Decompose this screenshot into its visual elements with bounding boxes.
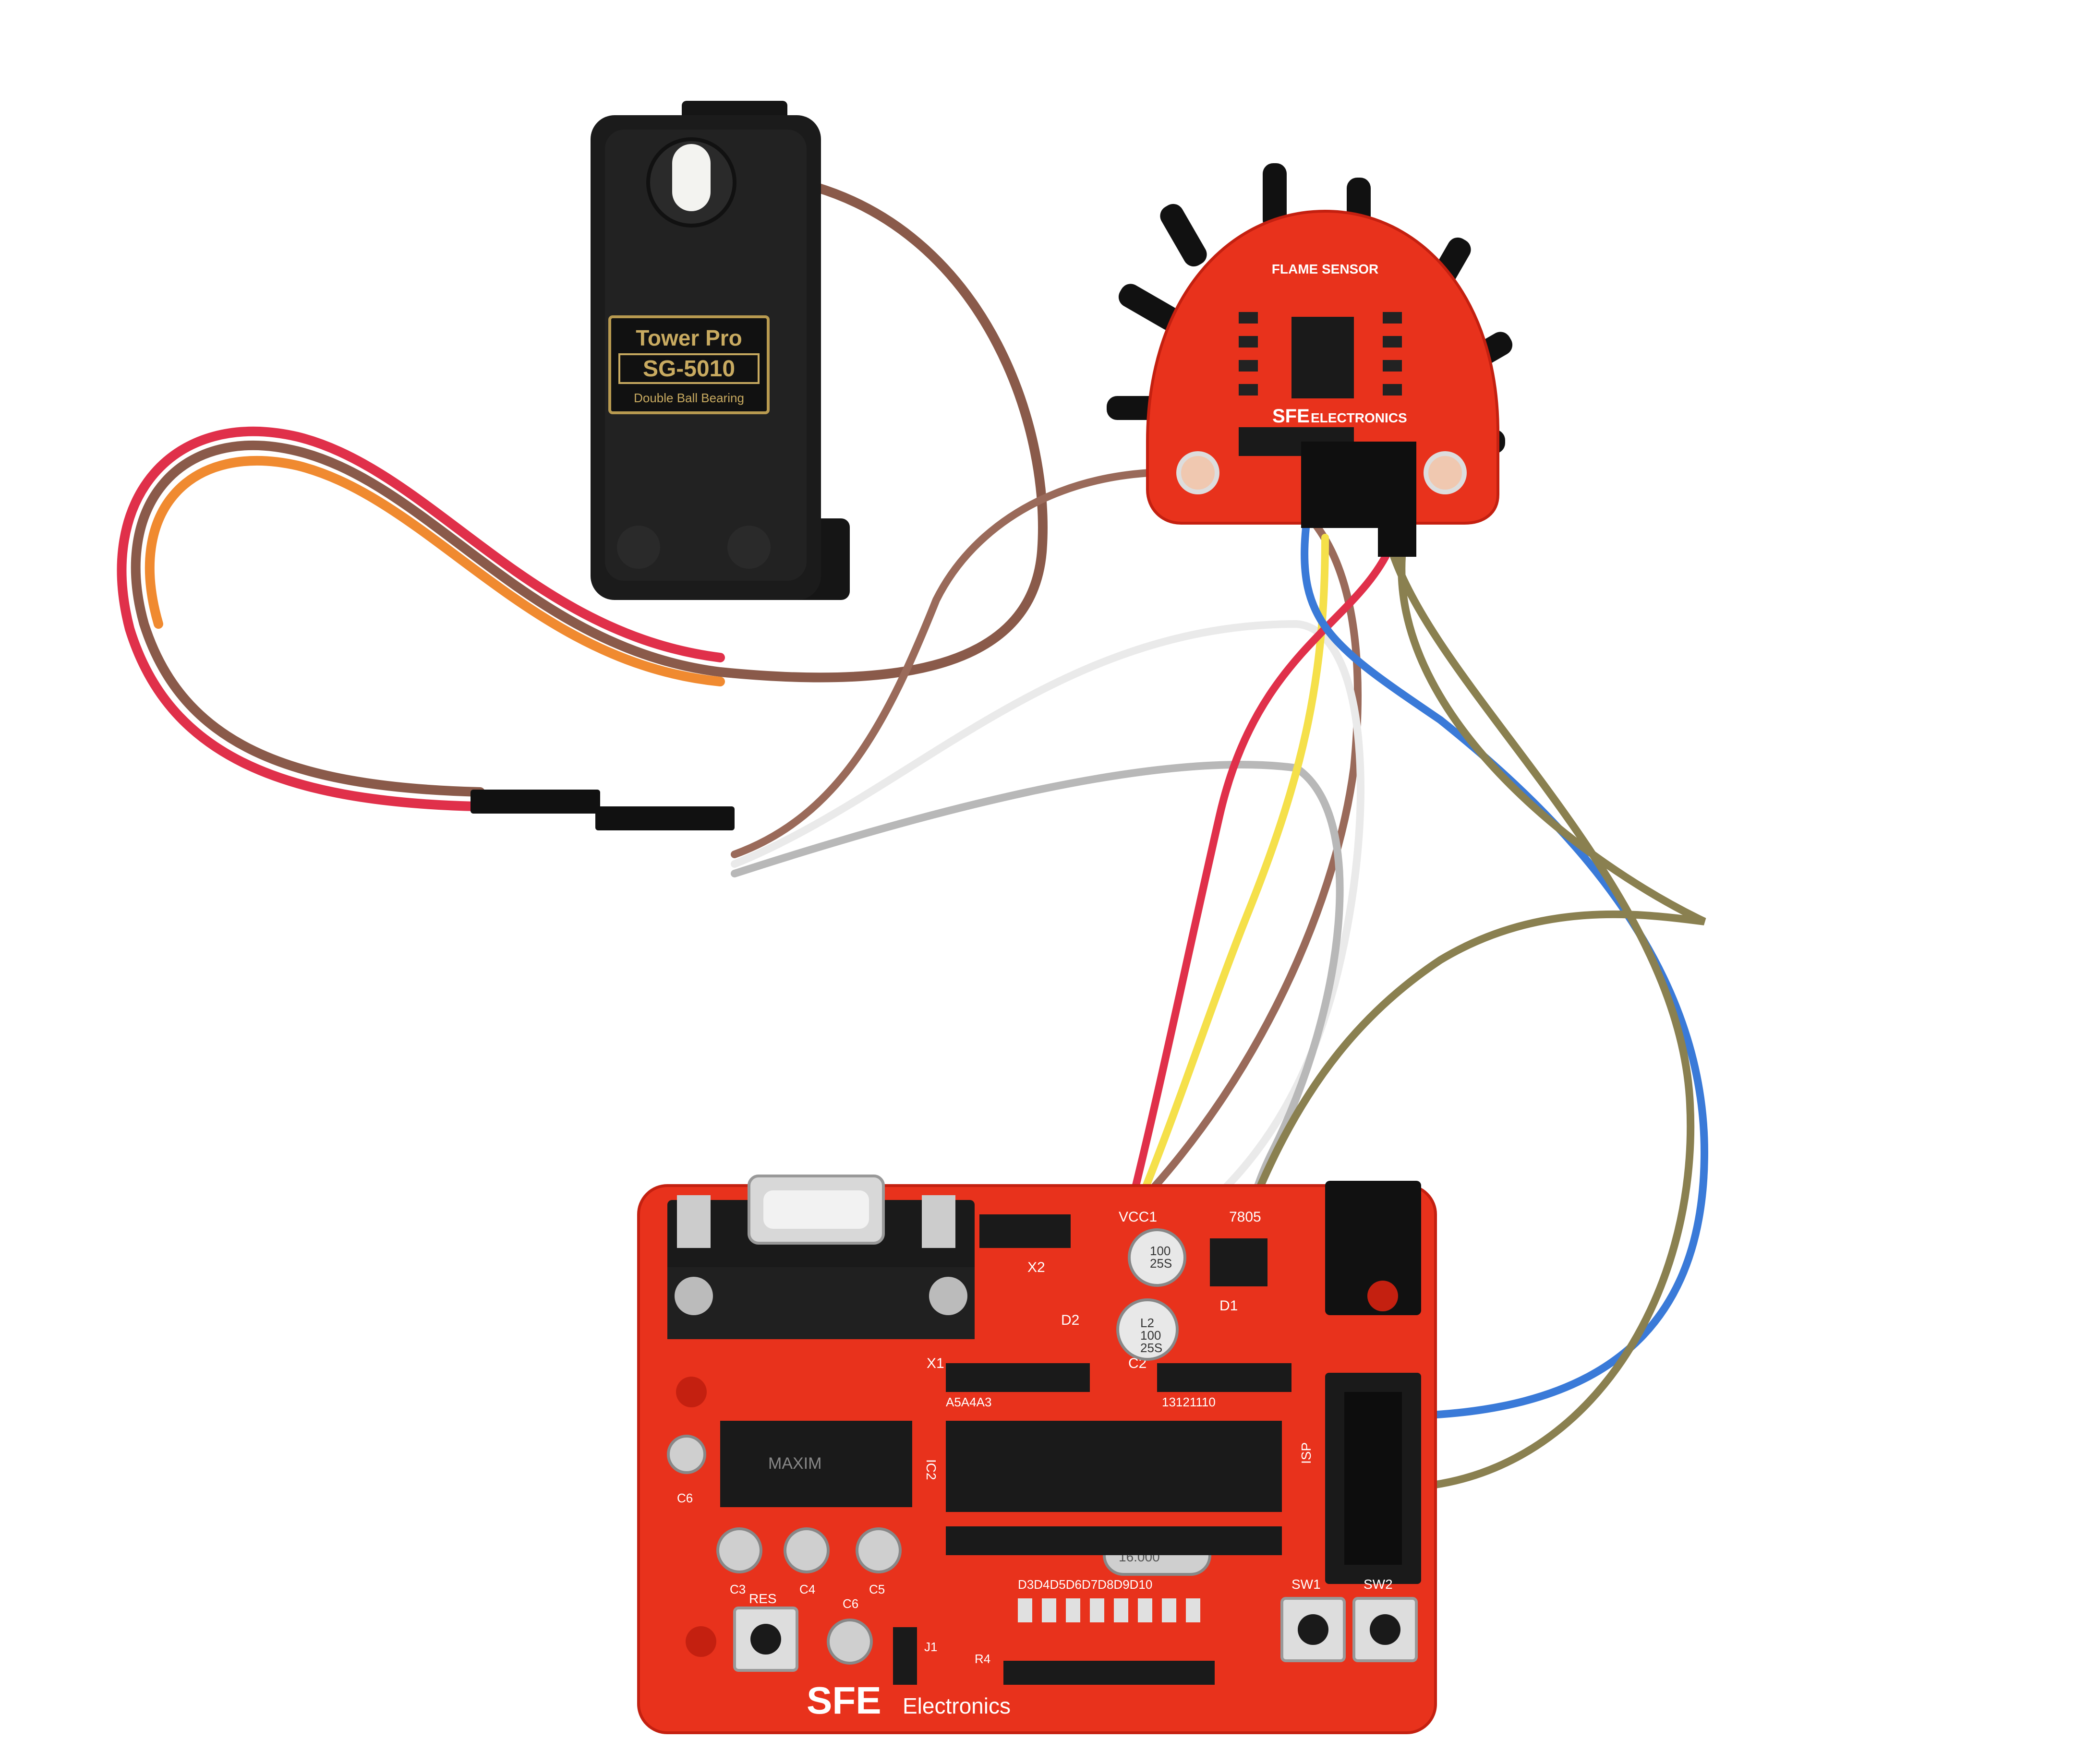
label-d1: D1 <box>1219 1298 1238 1314</box>
label-x2: X2 <box>1027 1259 1045 1275</box>
reset-button <box>733 1607 798 1672</box>
dc-power-jack <box>1325 1181 1421 1315</box>
label-leds: D3D4D5D6D7D8D9D10 <box>1018 1577 1152 1592</box>
header-digital <box>1157 1363 1291 1392</box>
board-brand: SFE <box>807 1679 881 1722</box>
servo-brand: Tower Pro <box>636 325 742 350</box>
max232-marking: MAXIM <box>768 1454 821 1473</box>
header-bottom <box>946 1526 1282 1555</box>
label-7805: 7805 <box>1229 1209 1261 1225</box>
wires <box>117 182 1709 1492</box>
label-vcc: VCC1 <box>1119 1209 1157 1225</box>
label-ic2: IC2 <box>924 1459 939 1480</box>
flame-sensor-maker: SFE <box>1272 406 1310 427</box>
servo-label <box>608 315 770 414</box>
label-r4: R4 <box>975 1652 990 1666</box>
resistor-network <box>1003 1661 1215 1685</box>
flame-sensor-title: FLAME SENSOR <box>1272 262 1378 276</box>
label-c5: C5 <box>869 1582 885 1596</box>
label-x1: X1 <box>927 1355 944 1371</box>
label-isp: ISP <box>1299 1442 1314 1464</box>
led-row <box>1018 1598 1200 1622</box>
label-d2: D2 <box>1061 1312 1079 1328</box>
jumper-red <box>1110 539 1396 1276</box>
label-a-pins: A5A4A3 <box>946 1395 991 1409</box>
label-j1: J1 <box>924 1640 937 1654</box>
voltage-regulator <box>1210 1238 1267 1286</box>
servo-cable-red <box>117 426 725 811</box>
jumper-white <box>731 620 1364 1252</box>
atmega-chip <box>946 1421 1282 1512</box>
flame-sensor-maker-suffix: ELECTRONICS <box>1311 410 1407 425</box>
jumper-j1 <box>893 1627 917 1685</box>
header-analog <box>946 1363 1090 1392</box>
comparator-ic <box>1291 317 1354 398</box>
label-c3: C3 <box>730 1582 746 1596</box>
label-res: RES <box>749 1591 777 1606</box>
board-brand-suffix: Electronics <box>903 1693 1011 1718</box>
flame-sensor-board: FLAME SENSOR SFE ELECTRONICS <box>1107 163 1513 557</box>
db9-serial-connector <box>667 1175 975 1339</box>
servo-motor: Tower Pro SG-5010 Double Ball Bearing <box>591 101 850 600</box>
small-capacitors <box>667 1435 902 1665</box>
label-c6b: C6 <box>843 1596 858 1611</box>
switch-sw2 <box>1352 1597 1418 1662</box>
label-sw2: SW2 <box>1364 1577 1393 1592</box>
header-top-left <box>979 1214 1071 1248</box>
servo-cable-orange <box>145 456 725 686</box>
servo-model: SG-5010 <box>643 356 735 382</box>
switch-sw1 <box>1280 1597 1346 1662</box>
servo-subtitle: Double Ball Bearing <box>634 391 744 405</box>
servo-cable-connector <box>471 790 735 830</box>
label-c6: C6 <box>677 1491 693 1505</box>
jumper-olive <box>1187 553 1706 1386</box>
label-c4: C4 <box>799 1582 815 1596</box>
label-d-pins: 13121110 <box>1162 1395 1216 1409</box>
label-sw1: SW1 <box>1291 1577 1321 1592</box>
servo-cable-brown <box>131 182 1048 797</box>
max232-chip <box>720 1421 912 1507</box>
